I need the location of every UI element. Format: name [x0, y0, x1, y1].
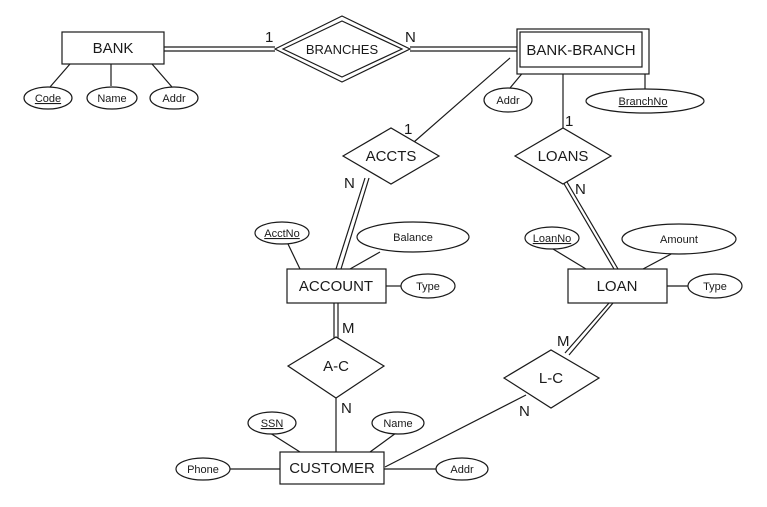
- connector-bank-addr: [151, 63, 173, 88]
- attribute-loan-type-label: Type: [703, 281, 727, 293]
- relationship-lc[interactable]: L-C: [502, 349, 601, 409]
- entity-bank[interactable]: BANK: [61, 31, 165, 65]
- cardinality-branches-branch: N: [405, 29, 416, 46]
- relationship-ac-label: A-C: [323, 358, 349, 375]
- attribute-ssn-label: SSN: [261, 418, 284, 430]
- relationship-loans-label: LOANS: [538, 148, 589, 165]
- cardinality-ac-customer: N: [341, 400, 352, 417]
- entity-account-label: ACCOUNT: [299, 278, 373, 295]
- connector-loan-amount: [642, 252, 674, 270]
- cardinality-lc-customer: N: [519, 403, 530, 420]
- attribute-bank-addr-label: Addr: [162, 93, 186, 105]
- attribute-account-type-label: Type: [416, 281, 440, 293]
- entity-loan-label: LOAN: [597, 278, 638, 295]
- entity-customer-label: CUSTOMER: [289, 460, 375, 477]
- cardinality-loans-loan: N: [575, 181, 586, 198]
- attribute-bank-name[interactable]: Name: [86, 86, 138, 110]
- attribute-phone[interactable]: Phone: [175, 457, 231, 481]
- connector-loans-loan-2: [566, 181, 619, 270]
- attribute-phone-label: Phone: [187, 464, 219, 476]
- connector-customer-ssn: [269, 432, 301, 453]
- relationship-branches[interactable]: BRANCHES: [273, 15, 412, 83]
- attribute-branch-addr[interactable]: Addr: [483, 87, 533, 113]
- attribute-branch-no-label: BranchNo: [619, 96, 668, 108]
- cardinality-lc-loan: M: [557, 333, 570, 350]
- attribute-acct-no[interactable]: AcctNo: [254, 221, 310, 245]
- entity-loan[interactable]: LOAN: [567, 268, 668, 304]
- connector-account-balance: [349, 251, 381, 270]
- connector-loan-loanno: [552, 248, 587, 270]
- cardinality-accts-account: N: [344, 175, 355, 192]
- connector-accts-account-2: [340, 177, 370, 270]
- attribute-bank-code-label: Code: [35, 93, 61, 105]
- cardinality-ac-account: M: [342, 320, 355, 337]
- connector-loan-lc-2: [568, 302, 614, 356]
- attribute-ssn[interactable]: SSN: [247, 411, 297, 435]
- connector-customer-name: [369, 432, 397, 453]
- attribute-loan-no[interactable]: LoanNo: [524, 226, 580, 250]
- connector-loan-lc-1: [564, 302, 610, 354]
- attribute-balance-label: Balance: [393, 232, 433, 244]
- attribute-customer-addr-label: Addr: [450, 464, 474, 476]
- connector-bank-code: [49, 63, 71, 88]
- cardinality-loans-branch: 1: [565, 113, 573, 130]
- attribute-branch-addr-label: Addr: [496, 95, 520, 107]
- entity-bank-branch-label: BANK-BRANCH: [526, 42, 635, 59]
- connector-branch-accts: [413, 57, 511, 143]
- attribute-bank-name-label: Name: [97, 93, 126, 105]
- attribute-amount-label: Amount: [660, 234, 698, 246]
- relationship-branches-label: BRANCHES: [306, 42, 379, 57]
- relationship-lc-label: L-C: [539, 370, 563, 387]
- connector-loans-loan-1: [562, 181, 615, 270]
- attribute-loan-type[interactable]: Type: [687, 273, 743, 299]
- attribute-amount[interactable]: Amount: [621, 223, 737, 255]
- attribute-customer-name[interactable]: Name: [371, 411, 425, 435]
- connector-accts-account-1: [335, 177, 366, 270]
- relationship-accts[interactable]: ACCTS: [341, 127, 441, 185]
- attribute-account-type[interactable]: Type: [400, 273, 456, 299]
- cardinality-accts-branch: 1: [404, 121, 412, 138]
- relationship-ac[interactable]: A-C: [286, 336, 386, 399]
- attribute-customer-addr[interactable]: Addr: [435, 457, 489, 481]
- entity-customer[interactable]: CUSTOMER: [279, 451, 385, 485]
- cardinality-branches-bank: 1: [265, 29, 273, 46]
- attribute-loan-no-label: LoanNo: [533, 233, 572, 245]
- connector-lc-customer: [384, 394, 527, 468]
- attribute-bank-code[interactable]: Code: [23, 86, 73, 110]
- entity-bank-label: BANK: [93, 40, 134, 57]
- connectors: [49, 46, 690, 470]
- attribute-bank-addr[interactable]: Addr: [149, 86, 199, 110]
- connector-account-acctno: [287, 243, 301, 270]
- attribute-branch-no[interactable]: BranchNo: [585, 88, 705, 114]
- attribute-customer-name-label: Name: [383, 418, 412, 430]
- attribute-acct-no-label: AcctNo: [264, 228, 299, 240]
- attribute-balance[interactable]: Balance: [356, 221, 470, 253]
- entity-bank-branch[interactable]: BANK-BRANCH: [516, 28, 650, 75]
- relationship-accts-label: ACCTS: [366, 148, 417, 165]
- entity-account[interactable]: ACCOUNT: [286, 268, 387, 304]
- relationship-loans[interactable]: LOANS: [513, 127, 613, 185]
